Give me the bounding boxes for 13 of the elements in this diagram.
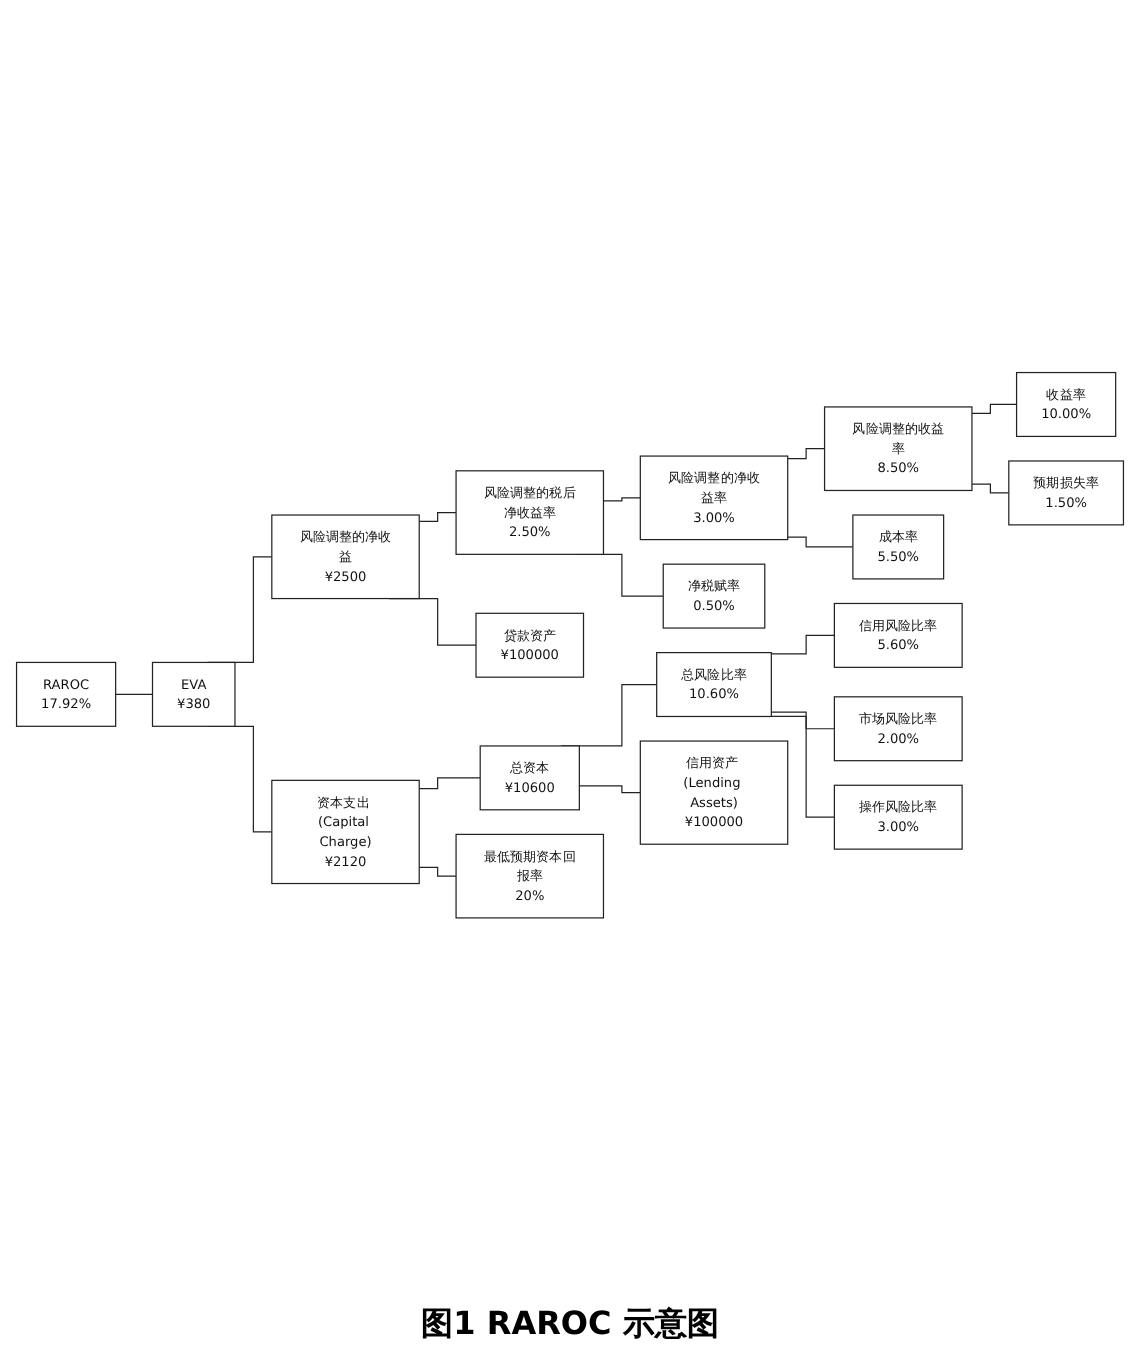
caption: 图1 RAROC 示意图 (421, 1304, 719, 1346)
connector (787, 448, 826, 460)
connector (971, 404, 1018, 415)
connector (770, 712, 835, 731)
connector (418, 512, 457, 523)
connector (418, 778, 481, 791)
connector (115, 694, 154, 696)
connector (578, 785, 641, 794)
connector (602, 497, 641, 503)
connector (971, 484, 1010, 495)
connector (787, 537, 854, 549)
connector (418, 867, 457, 878)
connector (770, 635, 835, 656)
